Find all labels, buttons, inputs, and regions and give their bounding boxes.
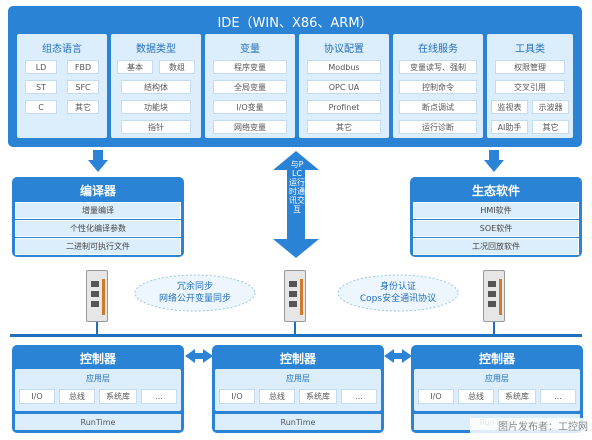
ide-column-protocols: 协议配置 Modbus OPC UA Profinet 其它 <box>299 34 389 138</box>
application-layer: 应用层 I/O 总线 系统库 ... <box>414 369 580 411</box>
plc-device-icon <box>483 270 505 322</box>
ide-column-languages: 组态语言 LD FBD ST SFC C 其它 <box>17 34 107 138</box>
language-other: 其它 <box>67 100 99 114</box>
ecosystem-item: HMI软件 <box>413 202 579 219</box>
horizontal-double-arrow-icon <box>185 349 213 363</box>
ecosystem-item: SOE软件 <box>413 220 579 237</box>
layer-cell-bus: 总线 <box>259 389 295 404</box>
datatype-struct: 结构体 <box>121 80 191 94</box>
service-control-command: 控制命令 <box>399 80 477 94</box>
tool-other: 其它 <box>532 120 569 134</box>
ecosystem-title: 生态软件 <box>471 184 520 198</box>
service-breakpoint-debug: 断点调试 <box>399 100 477 114</box>
cloud-left-text: 冗余同步 网络公开变量同步 <box>138 281 252 305</box>
layer-cell-bus: 总线 <box>59 389 95 404</box>
datatype-basic: 基本 <box>117 60 153 74</box>
tool-oscilloscope: 示波器 <box>532 100 569 114</box>
tool-ai-assistant: AI助手 <box>491 120 528 134</box>
ide-panel: IDE（WIN、X86、ARM） 组态语言 LD FBD ST SFC C 其它… <box>8 6 582 147</box>
ide-column-variables: 变量 程序变量 全局变量 I/O变量 网络变量 <box>205 34 295 138</box>
datatype-pointer: 指针 <box>121 120 191 134</box>
ide-title: IDE（WIN、X86、ARM） <box>217 16 373 31</box>
layer-cell-syslib: 系统库 <box>299 389 337 404</box>
layer-cell-more: ... <box>141 389 177 404</box>
service-runtime-diagnostics: 运行诊断 <box>399 120 477 134</box>
variable-global: 全局变量 <box>213 80 287 94</box>
protocol-opcua: OPC UA <box>307 80 381 94</box>
language-ld: LD <box>25 60 57 74</box>
plc-comm-label: 与PLC运行时通讯交互 <box>289 160 305 214</box>
bus-line <box>10 334 582 337</box>
layer-title: 应用层 <box>286 374 310 383</box>
protocol-other: 其它 <box>307 120 381 134</box>
arrow-down-icon <box>88 150 108 172</box>
variable-program: 程序变量 <box>213 60 287 74</box>
column-title: 工具类 <box>515 44 545 55</box>
layer-cell-syslib: 系统库 <box>498 389 536 404</box>
language-st: ST <box>25 80 57 94</box>
column-title: 协议配置 <box>324 44 364 55</box>
runtime-bar: RunTime <box>215 414 381 430</box>
layer-cell-io: I/O <box>219 389 255 404</box>
language-sfc: SFC <box>67 80 99 94</box>
bus-wire <box>493 322 495 335</box>
compiler-item: 二进制可执行文件 <box>15 238 181 255</box>
layer-cell-syslib: 系统库 <box>99 389 137 404</box>
column-title: 在线服务 <box>418 44 458 55</box>
cloud-line: Cops安全通讯协议 <box>359 294 437 304</box>
datatype-array: 数组 <box>159 60 195 74</box>
cloud-line: 冗余同步 <box>176 282 213 292</box>
column-title: 变量 <box>240 44 260 55</box>
layer-title: 应用层 <box>485 374 509 383</box>
layer-title: 应用层 <box>86 374 110 383</box>
ecosystem-panel: 生态软件 HMI软件 SOE软件 工况回放软件 <box>410 177 582 257</box>
language-fbd: FBD <box>67 60 99 74</box>
application-layer: 应用层 I/O 总线 系统库 ... <box>15 369 181 411</box>
ecosystem-item: 工况回放软件 <box>413 238 579 255</box>
cloud-line: 身份认证 <box>379 282 416 292</box>
protocol-modbus: Modbus <box>307 60 381 74</box>
column-title: 组态语言 <box>42 44 82 55</box>
variable-network: 网络变量 <box>213 120 287 134</box>
layer-cell-bus: 总线 <box>458 389 494 404</box>
layer-cell-more: ... <box>341 389 377 404</box>
layer-cell-more: ... <box>540 389 576 404</box>
plc-device-icon <box>86 270 108 322</box>
controller-title: 控制器 <box>478 352 515 366</box>
compiler-panel: 编译器 增量编译 个性化编译参数 二进制可执行文件 <box>12 177 184 257</box>
compiler-title: 编译器 <box>79 184 116 198</box>
ide-column-datatypes: 数据类型 基本 数组 结构体 功能块 指针 <box>111 34 201 138</box>
controller-title: 控制器 <box>279 352 316 366</box>
compiler-item: 个性化编译参数 <box>15 220 181 237</box>
language-c: C <box>25 100 57 114</box>
protocol-profinet: Profinet <box>307 100 381 114</box>
tool-cross-reference: 交叉引用 <box>495 80 565 94</box>
tool-permissions: 权限管理 <box>495 60 565 74</box>
ide-column-tools: 工具类 权限管理 交叉引用 监视表 示波器 AI助手 其它 <box>487 34 573 138</box>
plc-device-icon <box>284 270 306 322</box>
ide-column-online-services: 在线服务 变量读写、强制 控制命令 断点调试 运行诊断 <box>393 34 483 138</box>
runtime-bar: RunTime <box>15 414 181 430</box>
arrow-down-icon <box>484 150 504 172</box>
layer-cell-io: I/O <box>418 389 454 404</box>
controller-panel: 控制器 应用层 I/O 总线 系统库 ... RunTime <box>12 345 184 433</box>
service-variable-rw: 变量读写、强制 <box>399 60 477 74</box>
column-title: 数据类型 <box>136 44 176 55</box>
horizontal-double-arrow-icon <box>384 349 412 363</box>
application-layer: 应用层 I/O 总线 系统库 ... <box>215 369 381 411</box>
bus-wire <box>294 322 296 335</box>
controller-title: 控制器 <box>79 352 116 366</box>
watermark: 图片发布者：工控网 <box>470 418 588 433</box>
variable-io: I/O变量 <box>213 100 287 114</box>
controller-panel: 控制器 应用层 I/O 总线 系统库 ... RunTime <box>212 345 384 433</box>
bus-wire <box>96 322 98 335</box>
compiler-item: 增量编译 <box>15 202 181 219</box>
tool-watch-table: 监视表 <box>491 100 528 114</box>
layer-cell-io: I/O <box>19 389 55 404</box>
cloud-line: 网络公开变量同步 <box>158 294 231 304</box>
datatype-function-block: 功能块 <box>121 100 191 114</box>
cloud-right-text: 身份认证 Cops安全通讯协议 <box>341 281 455 305</box>
